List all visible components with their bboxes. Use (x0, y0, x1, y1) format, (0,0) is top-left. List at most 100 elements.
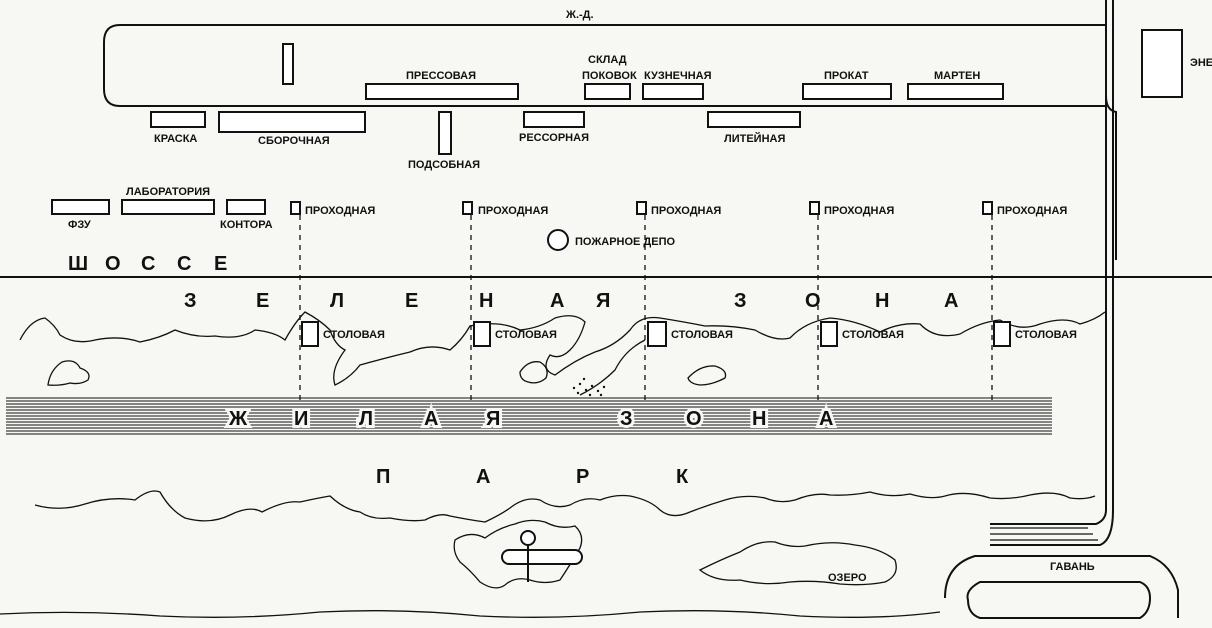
access-paths (299, 215, 993, 400)
prokat-building (802, 83, 892, 100)
liteynaya-building (707, 111, 801, 128)
energy-label: ЭНЕ (1190, 57, 1212, 69)
living-zone-label: Ж И Л А Я З О Н А (225, 405, 836, 433)
sklad-label-2: ПОКОВОК (582, 70, 637, 82)
kuznechnaya-building (642, 83, 704, 100)
canteen-label: СТОЛОВАЯ (323, 329, 385, 341)
sklad-building (584, 83, 631, 100)
ressornaya-label: РЕССОРНАЯ (519, 132, 589, 144)
pond (687, 365, 727, 386)
svg-text:Н: Н (875, 290, 889, 312)
factory-loop-outline (103, 24, 1106, 107)
green-zone-label: З Е Л Е Н А Я З О Н А (184, 290, 958, 312)
checkpoint-label: ПРОХОДНАЯ (824, 205, 894, 217)
liteynaya-label: ЛИТЕЙНАЯ (724, 132, 785, 145)
svg-text:Ж: Ж (228, 408, 248, 430)
checkpoint-label: ПРОХОДНАЯ (997, 205, 1067, 217)
pond (47, 360, 90, 386)
podsobnaya-label: ПОДСОБНАЯ (408, 159, 480, 171)
canteen: СТОЛОВАЯ (993, 321, 1077, 347)
checkpoint: ПРОХОДНАЯ (462, 201, 548, 217)
svg-text:О: О (105, 253, 121, 275)
railway-lines (990, 0, 1114, 546)
harbor (944, 555, 1179, 619)
railway-label: Ж.-Д. (565, 9, 594, 21)
svg-text:З: З (620, 408, 633, 430)
fzu-building (51, 199, 110, 215)
canteen: СТОЛОВАЯ (473, 321, 557, 347)
svg-text:Е: Е (214, 253, 227, 275)
checkpoint: ПРОХОДНАЯ (290, 201, 375, 217)
kraska-label: КРАСКА (154, 133, 197, 145)
checkpoint-label: ПРОХОДНАЯ (651, 205, 721, 217)
living-zone-band (6, 397, 1052, 435)
stream (579, 339, 646, 396)
svg-text:З: З (184, 290, 197, 312)
park-shoreline (34, 490, 1096, 523)
svg-text:Л: Л (359, 408, 373, 430)
sborochnaya-building (218, 111, 366, 133)
fire-depot-icon (547, 229, 569, 251)
canteen-label: СТОЛОВАЯ (1015, 329, 1077, 341)
svg-text:С: С (177, 253, 191, 275)
svg-text:Р: Р (576, 466, 589, 488)
svg-text:А: А (819, 408, 833, 430)
checkpoint: ПРОХОДНАЯ (982, 201, 1067, 217)
kuznechnaya-label: КУЗНЕЧНАЯ (644, 70, 712, 82)
svg-text:Ш: Ш (68, 253, 88, 275)
bottom-shoreline (0, 610, 941, 618)
svg-text:Я: Я (486, 408, 500, 430)
svg-text:А: А (476, 466, 490, 488)
sklad-label-1: СКЛАД (588, 54, 627, 66)
canteen: СТОЛОВАЯ (301, 321, 385, 347)
canteen: СТОЛОВАЯ (820, 321, 904, 347)
svg-text:С: С (141, 253, 155, 275)
sborochnaya-label: СБОРОЧНАЯ (258, 135, 330, 147)
svg-text:Е: Е (256, 290, 269, 312)
ressornaya-building (523, 111, 585, 128)
prokat-label: ПРОКАТ (824, 70, 869, 82)
kontora-label: КОНТОРА (220, 219, 273, 231)
svg-text:И: И (294, 408, 308, 430)
checkpoint: ПРОХОДНАЯ (809, 201, 894, 217)
railway-branch (1105, 95, 1117, 260)
svg-text:П: П (376, 466, 390, 488)
canteen-label: СТОЛОВАЯ (671, 329, 733, 341)
canteen-label: СТОЛОВАЯ (495, 329, 557, 341)
svg-text:А: А (550, 290, 564, 312)
sand-patch (572, 377, 606, 397)
fire-depot-label: ПОЖАРНОЕ ДЕПО (575, 236, 676, 248)
svg-text:К: К (676, 466, 689, 488)
svg-text:З: З (734, 290, 747, 312)
podsobnaya-building (438, 111, 452, 155)
svg-text:А: А (424, 408, 438, 430)
island (698, 541, 897, 586)
pressovaya-building (365, 83, 519, 100)
laboratoriya-label: ЛАБОРАТОРИЯ (126, 186, 210, 198)
svg-text:Н: Н (479, 290, 493, 312)
pressovaya-label: ПРЕССОВАЯ (406, 70, 476, 82)
checkpoint: ПРОХОДНАЯ (636, 201, 721, 217)
energy-station (1141, 29, 1183, 98)
canteen: СТОЛОВАЯ (647, 321, 733, 347)
checkpoint-label: ПРОХОДНАЯ (478, 205, 548, 217)
svg-text:О: О (805, 290, 821, 312)
fzu-label: ФЗУ (68, 219, 91, 231)
svg-text:О: О (686, 408, 702, 430)
svg-text:Л: Л (330, 290, 344, 312)
svg-text:Е: Е (405, 290, 418, 312)
svg-text:Н: Н (752, 408, 766, 430)
svg-text:А: А (944, 290, 958, 312)
highway-label: Ш О С С Е (68, 253, 227, 275)
small-building (282, 43, 294, 85)
checkpoint-label: ПРОХОДНАЯ (305, 205, 375, 217)
stadium (501, 530, 583, 582)
laboratoriya-building (121, 199, 215, 215)
park-label: П А Р К (376, 466, 689, 488)
canteen-label: СТОЛОВАЯ (842, 329, 904, 341)
green-zone-boundary (19, 311, 1106, 386)
marten-building (907, 83, 1004, 100)
svg-text:Я: Я (596, 290, 610, 312)
pond (519, 361, 548, 384)
